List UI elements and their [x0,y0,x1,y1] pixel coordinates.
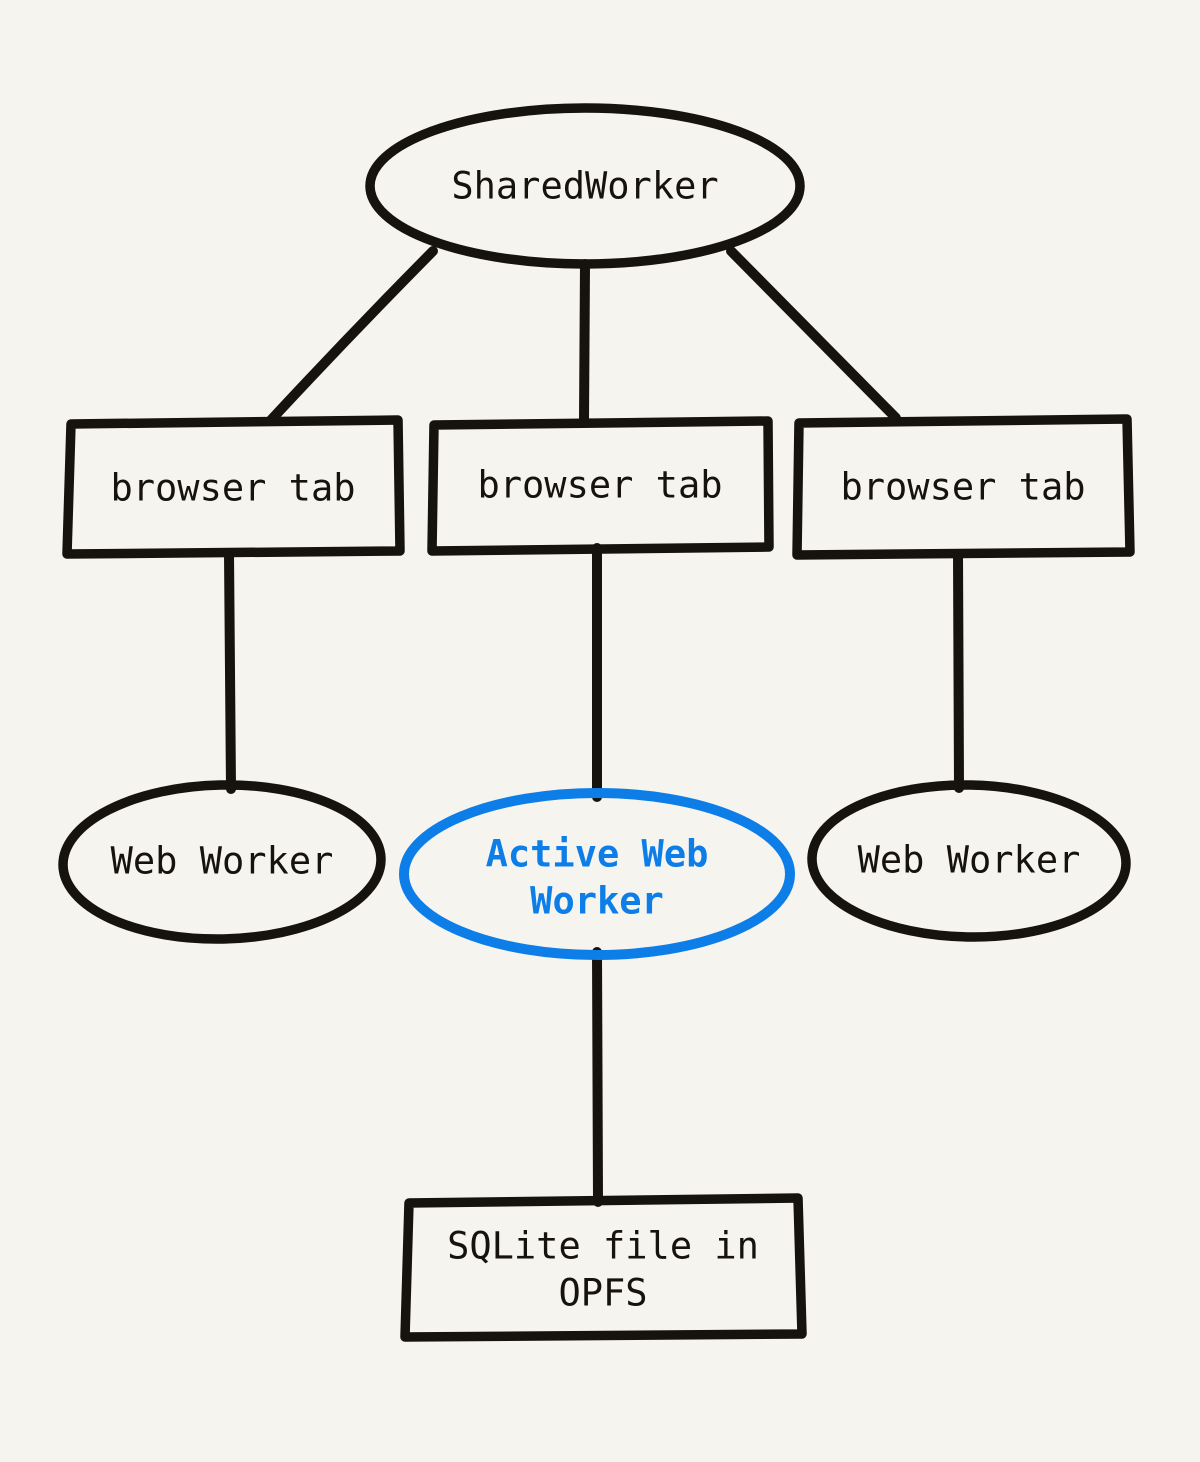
edge-sharedworker-to-tab-mid [579,259,590,426]
active-web-worker-label: Active Web Worker [485,832,709,922]
edge-sharedworker-to-tab-left [266,246,438,425]
edge-sharedworker-to-tab-right [726,246,901,423]
browser-tab-right-label: browser tab [840,465,1086,509]
browser-tab-right-rect [792,414,1135,560]
edge-tab-left-to-webworker-left [224,549,236,794]
sqlite-file-rect [400,1193,807,1342]
sqlite-file-label: SQLite file in OPFS [447,1224,759,1314]
web-worker-right-label: Web Worker [857,838,1081,882]
web-worker-left-label: Web Worker [110,839,334,883]
browser-tab-mid-label: browser tab [477,463,723,507]
browser-tab-left-label: browser tab [110,466,356,510]
edge-tab-right-to-webworker-right [953,549,964,793]
shared-worker-label: SharedWorker [451,164,719,208]
web-worker-left-ellipse [58,780,386,944]
browser-tab-left-rect [62,415,405,559]
web-worker-right-ellipse [807,780,1131,942]
shared-worker-ellipse [365,103,805,269]
browser-tab-mid-rect [427,416,774,556]
edge-active-webworker-to-sqlite [592,947,603,1207]
active-web-worker-ellipse [399,788,795,960]
